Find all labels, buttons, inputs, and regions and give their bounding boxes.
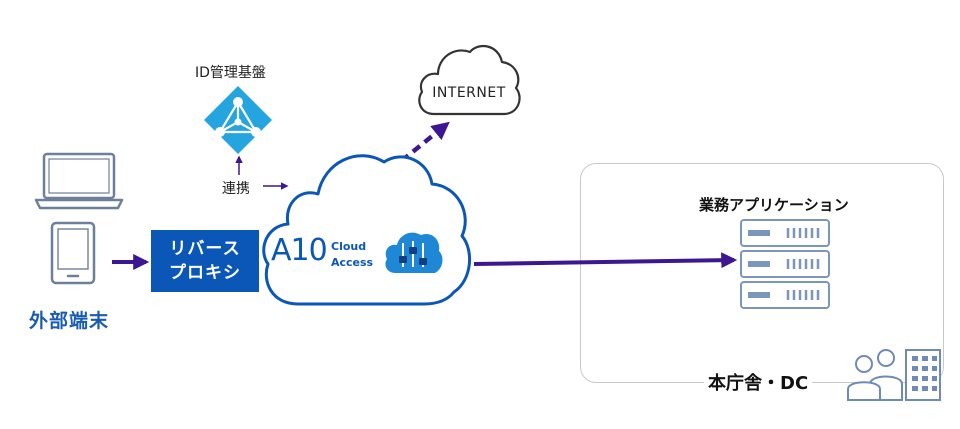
- cloud-icon: [262, 154, 472, 306]
- laptop-icon: [34, 152, 124, 210]
- cloud-access-line1: Cloud: [331, 240, 367, 253]
- business-app-label: 業務アプリケーション: [699, 196, 849, 214]
- sliders-icon: [385, 232, 443, 273]
- identity-diamond-icon: [204, 86, 272, 154]
- internet-label: INTERNET: [432, 85, 506, 101]
- server-icon: [740, 219, 830, 309]
- cloud-access-line2: Access: [331, 256, 374, 269]
- reverse-proxy-line2: プロキシ: [169, 263, 241, 283]
- people-building-icon: [847, 349, 941, 401]
- reverse-proxy-line1: リバース: [169, 239, 241, 259]
- id-management-label: ID管理基盤: [195, 65, 266, 81]
- external-terminal-label: 外部端末: [29, 310, 110, 332]
- site-label: 本庁舎・DC: [704, 369, 813, 395]
- arrow-cloud-to-app: [473, 252, 738, 269]
- tablet-icon: [50, 221, 96, 285]
- link-label: 連携: [222, 181, 250, 197]
- internet-cloud-icon: [418, 44, 521, 116]
- cloud-access-logo: A10: [271, 233, 328, 268]
- reverse-proxy-box[interactable]: リバース プロキシ: [151, 230, 259, 292]
